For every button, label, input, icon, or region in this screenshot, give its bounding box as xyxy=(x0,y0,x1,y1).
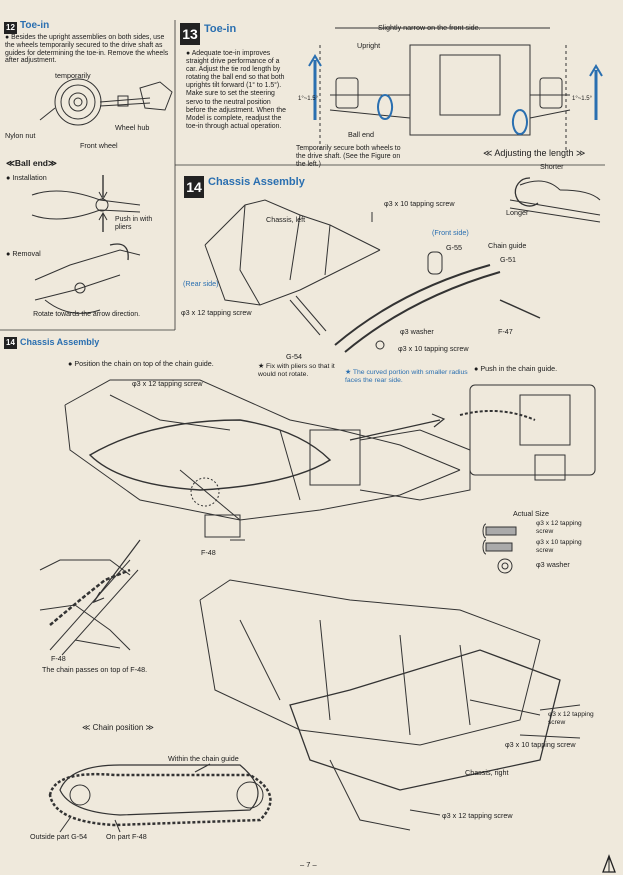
label-ball-end: Ball end xyxy=(348,130,374,139)
label-fix-pliers: ★ Fix with pliers so that it would not r… xyxy=(258,363,335,378)
step-12-instructions: ● Besides the upright assemblies on both… xyxy=(5,34,169,65)
step-14b-title: Chassis Assembly xyxy=(20,337,100,347)
label-curved-portion: ★ The curved portion with smaller radius… xyxy=(345,369,468,384)
label-as-washer: φ3 washer xyxy=(536,560,570,569)
label-outside-g54: Outside part G-54 xyxy=(30,832,88,841)
label-g51: G-51 xyxy=(500,255,516,264)
label-push-chain-guide: ● Push in the chain guide. xyxy=(474,364,558,373)
step-13-title: Toe-in xyxy=(204,23,237,35)
label-f48: F-48 xyxy=(201,548,216,557)
toe-in-top-view xyxy=(308,27,603,150)
step-13-badge: 13 xyxy=(180,23,200,45)
chain-position-illustration xyxy=(48,763,272,833)
label-screw-top: φ3 x 10 tapping screw xyxy=(384,199,455,208)
label-f47: F-47 xyxy=(498,327,513,336)
adjust-length-illustration xyxy=(509,177,601,223)
label-front-side: (Front side) xyxy=(432,228,469,237)
step-12-badge: 12 xyxy=(4,22,17,34)
ball-end-removal: ● Removal xyxy=(6,249,41,258)
label-shorter: Shorter xyxy=(540,162,564,171)
label-chassis-left: Chassis, left xyxy=(266,215,306,224)
label-g55: G-55 xyxy=(446,243,462,252)
label-angle-right: 1°~1.5° xyxy=(572,96,592,102)
page-number: – 7 – xyxy=(300,860,317,869)
label-on-part-f48: On part F-48 xyxy=(106,832,147,841)
label-slightly-narrow: Slightly narrow on the front side. xyxy=(378,23,481,32)
ball-end-installation: ● Installation xyxy=(6,173,47,182)
label-chassis-right: Chassis, right xyxy=(465,768,509,777)
label-rear-side: (Rear side) xyxy=(183,279,219,288)
label-g54: G-54 xyxy=(286,352,302,361)
adjusting-length-title: ≪ Adjusting the length ≫ xyxy=(483,148,586,158)
chain-closeup-illustration xyxy=(39,559,139,656)
label-as-screw10: φ3 x 10 tapping screw xyxy=(536,539,582,554)
label-longer: Longer xyxy=(506,208,529,217)
label-screw-10b: φ3 x 10 tapping screw xyxy=(398,344,469,353)
label-washer: φ3 washer xyxy=(400,327,434,336)
label-actual-size: Actual Size xyxy=(513,509,549,518)
label-temporarily: temporarily xyxy=(55,71,91,80)
actual-size-screws xyxy=(482,523,517,574)
label-as-screw12: φ3 x 12 tapping screw xyxy=(536,520,582,535)
label-upright: Upright xyxy=(357,41,381,50)
label-chain-passes: The chain passes on top of F-48. xyxy=(42,665,148,674)
step-13-instructions: ● Adequate toe-in improves straight driv… xyxy=(186,50,286,130)
label-chain-guide: Chain guide xyxy=(488,241,527,250)
label-push-in-pliers: Push in with pliers xyxy=(115,216,153,231)
label-wheel-hub: Wheel hub xyxy=(115,123,150,132)
label-front-wheel: Front wheel xyxy=(80,141,118,150)
label-nylon-nut: Nylon nut xyxy=(5,131,36,140)
chain-position-title: ≪ Chain position ≫ xyxy=(82,723,154,732)
label-angle-left: 1°~1.5° xyxy=(298,96,318,102)
step-14-badge: 14 xyxy=(184,176,204,198)
label-right-screw10: φ3 x 10 tapping screw xyxy=(505,740,576,749)
label-position-chain: ● Position the chain on top of the chain… xyxy=(68,359,214,368)
wheel-illustration xyxy=(39,78,173,126)
label-rotate-arrow: Rotate towards the arrow direction. xyxy=(33,311,140,318)
step-14-title: Chassis Assembly xyxy=(208,176,305,188)
chassis-left-illustration xyxy=(204,199,541,353)
label-screw-12-lower: φ3 x 12 tapping screw xyxy=(132,379,203,388)
chassis-right-illustration xyxy=(199,579,581,831)
label-screw-12-upper: φ3 x 12 tapping screw xyxy=(181,308,252,317)
label-right-screw12: φ3 x 12 tapping screw xyxy=(548,711,594,726)
ball-end-removal-illustration xyxy=(34,243,141,314)
step-12-title: Toe-in xyxy=(20,20,50,31)
label-f48b: F-48 xyxy=(51,654,66,663)
step-14b-badge: 14 xyxy=(4,337,17,349)
label-bottom-screw12: φ3 x 12 tapping screw xyxy=(442,811,513,820)
label-within-chain-guide: Within the chain guide xyxy=(168,754,239,763)
chain-guide-detail-illustration xyxy=(459,384,596,481)
chassis-main-illustration xyxy=(64,379,471,604)
ball-end-title: ≪Ball end≫ xyxy=(6,158,57,168)
ball-end-install-illustration xyxy=(31,175,141,232)
label-temporarily-secure: Temporarily secure both wheels to the dr… xyxy=(296,145,401,168)
